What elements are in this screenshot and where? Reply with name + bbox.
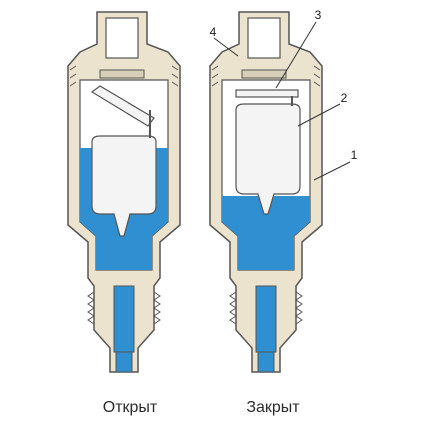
callout-4: 4: [209, 25, 217, 39]
caption-closed: Закрыт: [246, 399, 300, 416]
caption-open: Открыт: [102, 399, 158, 416]
valve-open: [67, 11, 181, 373]
valve-seat: [99, 69, 145, 79]
cap-opening: [247, 17, 281, 59]
callout-2: 2: [340, 91, 348, 105]
lever: [90, 85, 155, 127]
float: [91, 135, 157, 237]
outer-threads: [87, 291, 161, 325]
inlet-channel: [113, 285, 135, 353]
nozzle: [115, 351, 133, 373]
inlet-channel: [255, 285, 277, 353]
leader-2: [297, 103, 341, 127]
callout-3: 3: [314, 8, 322, 22]
float: [235, 103, 301, 215]
water: [222, 196, 310, 270]
nozzle: [257, 351, 275, 373]
cap-threads: [69, 65, 179, 87]
leader-3: [275, 21, 317, 89]
valve-seat: [241, 69, 287, 79]
leader-1: [313, 161, 351, 181]
outer-threads: [229, 291, 303, 325]
valve-closed: [209, 11, 351, 373]
cap-threads: [211, 65, 321, 87]
cap-opening: [105, 17, 139, 59]
leader-4: [213, 37, 239, 57]
callout-1: 1: [350, 148, 358, 162]
lever: [235, 89, 299, 98]
